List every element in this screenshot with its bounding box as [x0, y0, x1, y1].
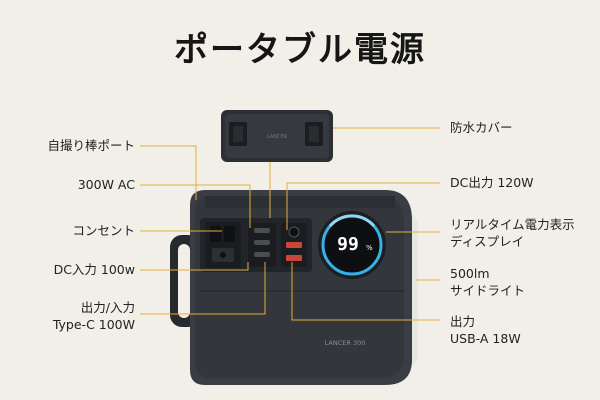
- svg-text:LANCER: LANCER: [267, 134, 288, 140]
- label-outlet: コンセント: [72, 223, 135, 238]
- label-dc-out: DC出力 120W: [450, 175, 534, 190]
- display-unit: %: [366, 244, 373, 252]
- power-station-body: LANCER 300: [170, 190, 418, 385]
- brand-text: LANCER 300: [325, 339, 366, 347]
- page-title: ポータブル電源: [174, 30, 426, 70]
- label-typec: 出力/入力 Type-C 100W: [52, 300, 135, 332]
- label-cover: 防水カバー: [450, 120, 513, 135]
- label-usb-a: 出力 USB-A 18W: [450, 314, 521, 346]
- label-ac-300w: 300W AC: [77, 177, 135, 192]
- label-dc-in: DC入力 100w: [53, 262, 135, 277]
- label-selfie-port: 自撮り棒ポート: [47, 138, 135, 153]
- label-display: リアルタイム電力表示 ディスプレイ: [450, 217, 575, 249]
- waterproof-cover: LANCER: [221, 110, 333, 162]
- leader-lines: [140, 127, 440, 321]
- display-value: 99: [337, 234, 359, 255]
- label-side-light: 500lm サイドライト: [450, 266, 526, 298]
